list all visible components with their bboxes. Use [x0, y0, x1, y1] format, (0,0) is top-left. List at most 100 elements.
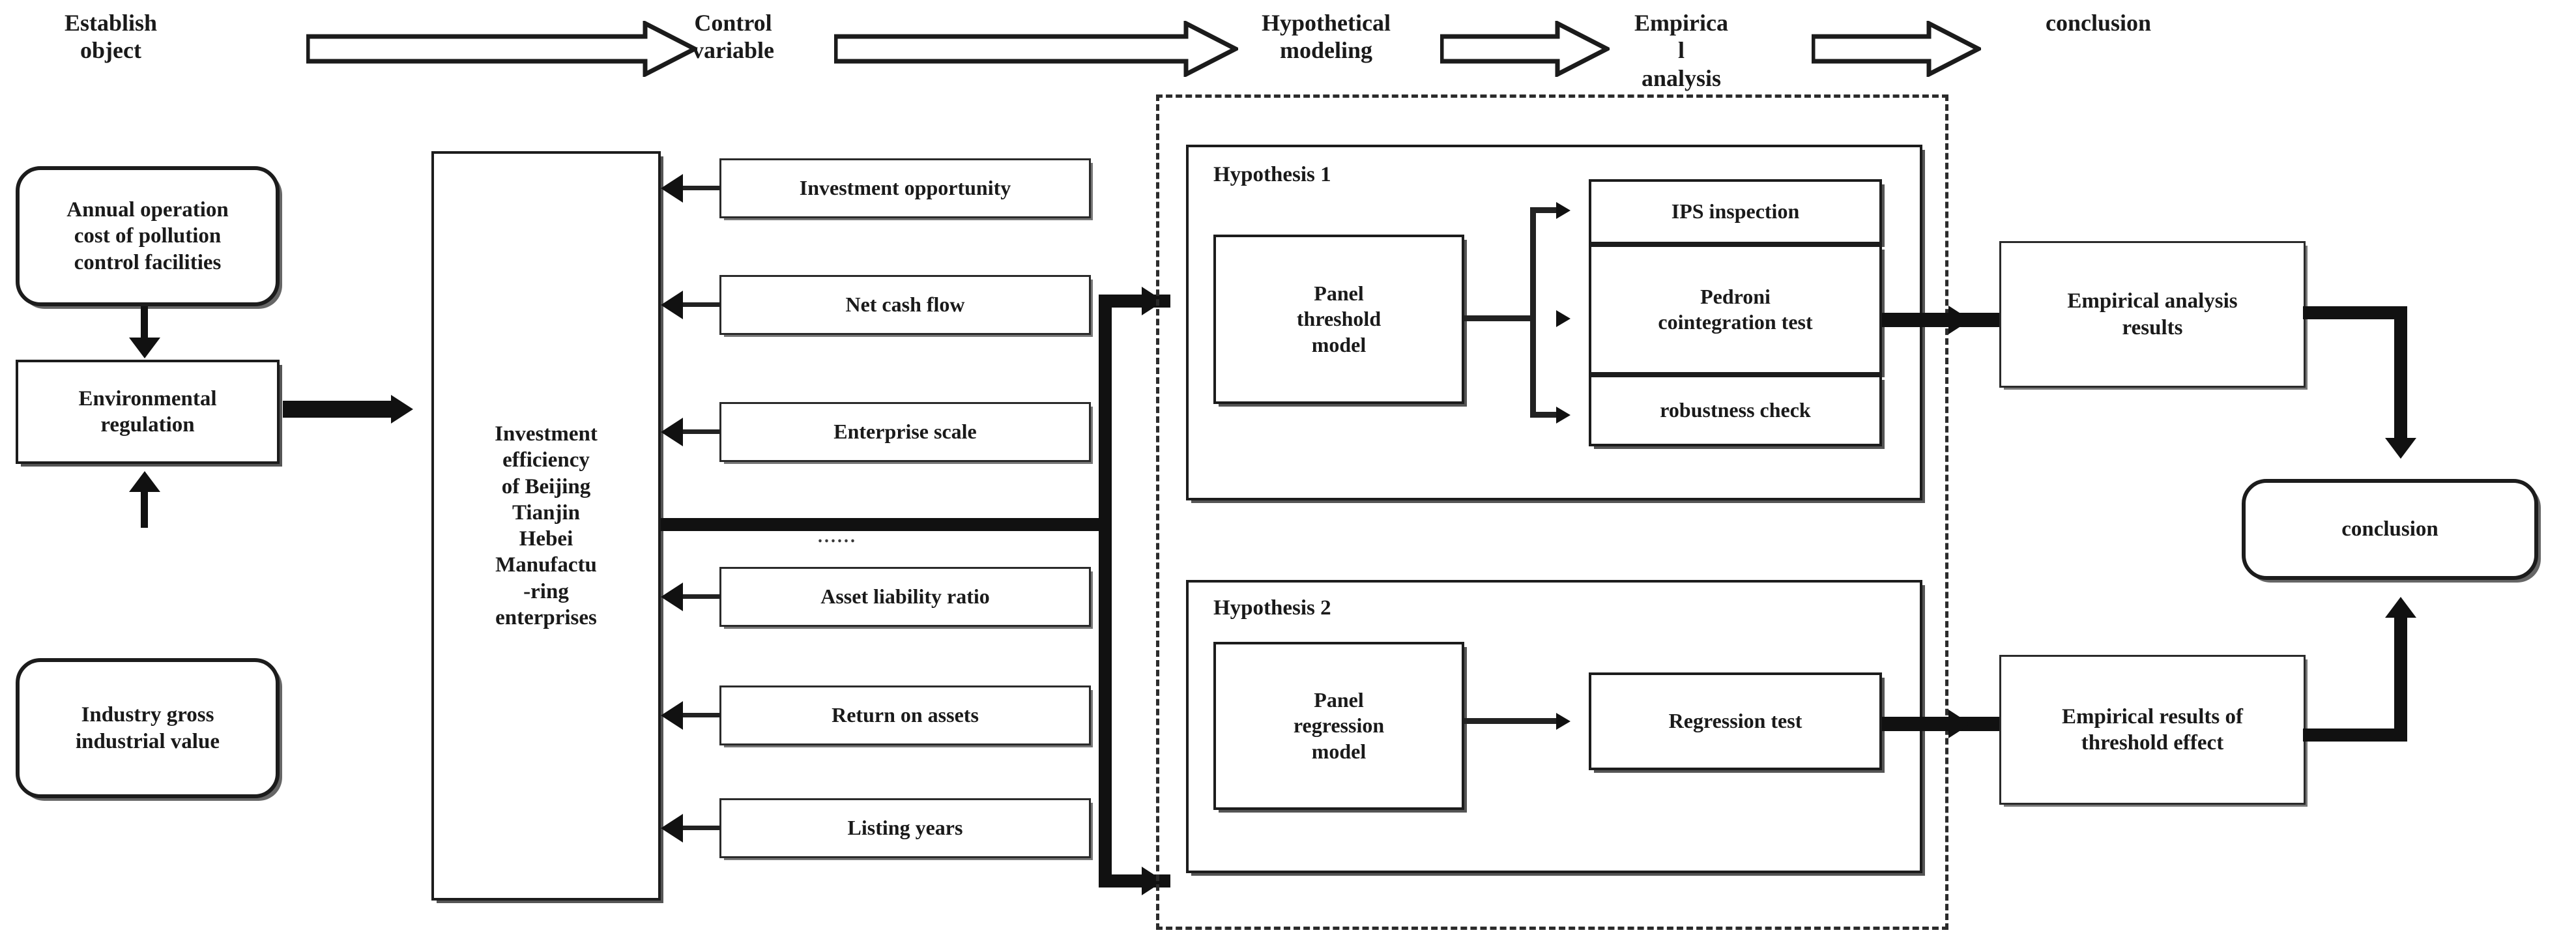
node-regression-test[interactable]: Regression test	[1589, 672, 1882, 770]
node-line: cointegration test	[1658, 310, 1813, 334]
connector-threshold-elbow-v	[2394, 616, 2407, 742]
node-annual-operation-cost[interactable]: Annual operation cost of pollution contr…	[16, 166, 280, 306]
header-line: conclusion	[2045, 10, 2152, 36]
arrowhead-right-icon	[1556, 713, 1570, 730]
node-line: threshold	[1296, 307, 1382, 331]
node-line: industrial value	[76, 729, 220, 753]
node-line: efficiency	[502, 448, 590, 472]
header-line: Establish	[64, 10, 158, 36]
spine-vertical	[1099, 295, 1112, 887]
node-industry-gross-industrial-value[interactable]: Industry gross industrial value	[16, 658, 280, 798]
node-label: Listing years	[847, 816, 963, 840]
header-line: variable	[692, 37, 774, 64]
header-arrow-1-icon	[306, 21, 697, 77]
node-line: model	[1311, 332, 1367, 356]
node-line: Environmental	[78, 386, 217, 411]
node-label: Net cash flow	[845, 293, 965, 317]
node-conclusion[interactable]: conclusion	[2242, 479, 2538, 580]
node-line: model	[1311, 739, 1367, 763]
node-investment-efficiency[interactable]: Investment efficiency of Beijing Tianjin…	[431, 151, 661, 901]
connector-h1-to-results	[1882, 313, 1999, 327]
node-empirical-results-threshold-effect[interactable]: Empirical results of threshold effect	[1999, 655, 2306, 805]
node-label: IPS inspection	[1671, 199, 1800, 224]
connector-cost-to-regulation	[141, 306, 148, 342]
connector-model-out-h1	[1464, 315, 1533, 321]
node-label: Return on assets	[832, 703, 979, 727]
node-line: Hebei	[519, 527, 573, 551]
header-step-control-variable: Control variable	[671, 9, 795, 65]
node-line: regulation	[100, 413, 195, 437]
arrowhead-right-icon	[1142, 287, 1164, 315]
arrowhead-left-icon	[661, 418, 683, 446]
connector-fan-bottom-h1	[1530, 412, 1560, 418]
connector-fan-top-h1	[1530, 207, 1560, 213]
connector-results-elbow-v	[2394, 306, 2407, 444]
connector-industry-to-regulation	[141, 492, 148, 528]
node-line: Manufactu	[495, 553, 597, 577]
node-asset-liability-ratio[interactable]: Asset liability ratio	[719, 567, 1091, 627]
arrowhead-right-icon	[1948, 306, 1971, 334]
arrowhead-up-icon	[129, 471, 160, 492]
header-line: object	[80, 37, 141, 64]
node-label: conclusion	[2341, 517, 2439, 541]
node-line: Industry gross	[81, 703, 214, 727]
node-line: threshold effect	[2081, 731, 2224, 755]
arrowhead-left-icon	[661, 583, 683, 611]
node-investment-opportunity[interactable]: Investment opportunity	[719, 158, 1091, 218]
arrowhead-right-icon	[1948, 710, 1971, 738]
arrowhead-right-icon	[1556, 202, 1570, 219]
arrowhead-right-icon	[1556, 310, 1570, 327]
header-step-establish-object: Establish object	[46, 9, 176, 65]
connector-regulation-to-subject	[283, 401, 400, 418]
node-line: Panel	[1314, 688, 1364, 712]
node-label: robustness check	[1660, 398, 1811, 422]
header-step-hypothetical-modeling: Hypothetical modeling	[1238, 9, 1414, 65]
node-line: cost of pollution	[74, 224, 222, 248]
header-arrow-2-icon	[834, 21, 1238, 77]
empirical-analysis-group-boundary	[1156, 94, 1948, 930]
node-line: Empirical analysis	[2067, 289, 2238, 313]
connector-fan-vertical-h1	[1530, 207, 1536, 417]
node-environmental-regulation[interactable]: Environmental regulation	[16, 360, 280, 464]
spine-horizontal	[661, 518, 1110, 531]
node-label: Enterprise scale	[833, 420, 977, 444]
node-line: Empirical results of	[2061, 704, 2244, 728]
node-line: control facilities	[74, 250, 222, 274]
node-enterprise-scale[interactable]: Enterprise scale	[719, 402, 1091, 462]
header-line: Hypothetical	[1262, 10, 1391, 36]
node-panel-regression-model[interactable]: Panel regression model	[1213, 642, 1464, 810]
node-net-cash-flow[interactable]: Net cash flow	[719, 275, 1091, 335]
node-line: results	[2122, 315, 2183, 339]
node-return-on-assets[interactable]: Return on assets	[719, 685, 1091, 745]
header-line: l	[1677, 37, 1685, 64]
node-robustness-check[interactable]: robustness check	[1589, 375, 1882, 446]
node-label: Investment opportunity	[799, 176, 1011, 200]
arrowhead-right-icon	[1556, 407, 1570, 424]
arrowhead-left-icon	[661, 174, 683, 203]
node-ips-inspection[interactable]: IPS inspection	[1589, 179, 1882, 244]
node-pedroni-cointegration-test[interactable]: Pedroni cointegration test	[1589, 244, 1882, 375]
node-line: Tianjin	[512, 500, 580, 525]
header-step-conclusion: conclusion	[2014, 9, 2183, 36]
arrowhead-left-icon	[661, 291, 683, 319]
header-line: modeling	[1279, 37, 1372, 64]
connector-model-to-regression-test	[1464, 718, 1559, 724]
node-panel-threshold-model[interactable]: Panel threshold model	[1213, 235, 1464, 404]
node-line: Investment	[495, 422, 598, 446]
header-arrow-3-icon	[1440, 21, 1610, 77]
header-step-empirical-analysis: Empirica l analysis	[1610, 9, 1753, 92]
header-line: analysis	[1641, 65, 1722, 91]
arrowhead-down-icon	[2385, 438, 2416, 459]
header-arrow-4-icon	[1812, 21, 1981, 77]
node-listing-years[interactable]: Listing years	[719, 798, 1091, 858]
node-empirical-analysis-results[interactable]: Empirical analysis results	[1999, 241, 2306, 388]
arrowhead-left-icon	[661, 814, 683, 843]
connector-net-cash-flow	[675, 302, 721, 307]
node-line: -ring	[523, 579, 569, 603]
label-hypothesis-2: Hypothesis 2	[1213, 596, 1331, 620]
connector-enterprise-scale	[675, 429, 721, 434]
node-line: Annual operation	[66, 198, 229, 222]
header-line: Control	[694, 10, 772, 36]
connector-return-on-assets	[675, 713, 721, 717]
